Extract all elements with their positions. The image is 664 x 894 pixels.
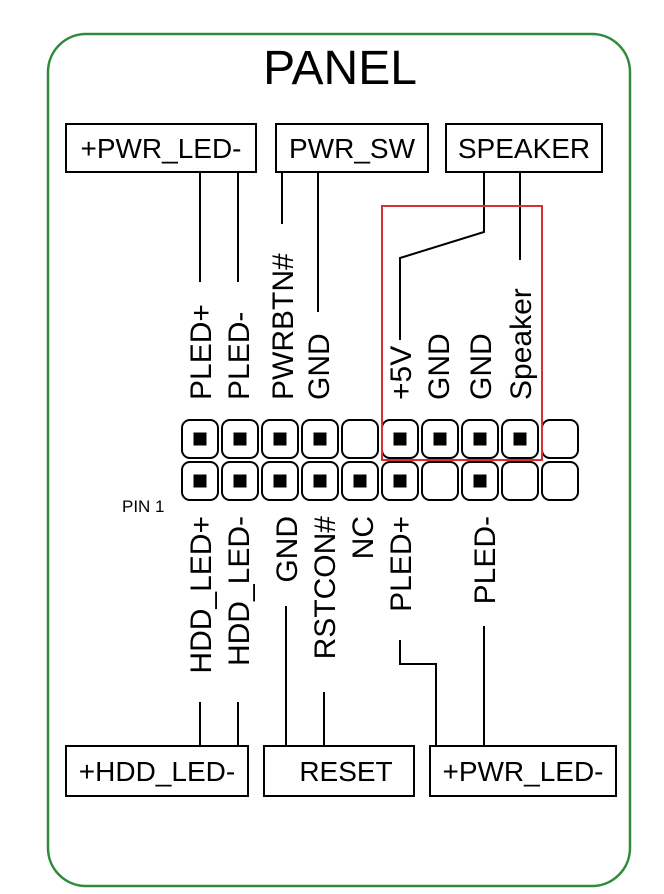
- pin1-label: PIN 1: [122, 497, 165, 516]
- header-cell-top-5: [341, 419, 379, 459]
- pin-label-top-8: GND: [465, 333, 498, 400]
- panel-title: PANEL: [263, 42, 417, 95]
- bottom-box-reset: [263, 745, 415, 797]
- header-cell-top-10: [541, 419, 579, 459]
- pin-label-bottom-8: PLED-: [469, 516, 502, 604]
- panel-frame: [46, 32, 632, 888]
- pin-label-bottom-2: HDD_LED-: [223, 516, 256, 666]
- pin-top-1: [193, 432, 207, 446]
- top-box-pwr-sw: [275, 123, 429, 173]
- pin-top-9: [513, 432, 527, 446]
- wire-speaker-5v: [399, 172, 485, 340]
- pin-label-bottom-4: RSTCON#: [309, 516, 342, 660]
- pin-labels: PLED+ PLED- PWRBTN# GND +5V GND GND Spea…: [185, 253, 538, 674]
- top-box-speaker-label: SPEAKER: [458, 133, 590, 164]
- pin-bottom-5: [353, 474, 367, 488]
- pin-label-top-9: Speaker: [505, 288, 538, 400]
- bottom-box-hdd-led: [65, 745, 249, 797]
- bottom-box-reset-label: RESET: [299, 756, 392, 787]
- wires: [199, 172, 521, 746]
- top-box-speaker: [445, 123, 603, 173]
- bottom-box-pwr-led-label: +PWR_LED-: [442, 756, 603, 787]
- pin-label-top-7: GND: [423, 333, 456, 400]
- pin-header: [181, 419, 579, 501]
- pin-label-top-3: PWRBTN#: [267, 253, 300, 400]
- top-box-pwr-led: [65, 123, 257, 173]
- pin-bottom-1: [193, 474, 207, 488]
- pin-top-4: [313, 432, 327, 446]
- header-cell-bottom-7: [421, 461, 459, 501]
- pin-top-8: [473, 432, 487, 446]
- pin-label-top-4: GND: [303, 333, 336, 400]
- pin-label-bottom-5: NC: [347, 516, 380, 559]
- speaker-highlight: [381, 205, 543, 461]
- top-box-pwr-sw-label: PWR_SW: [289, 133, 416, 164]
- wire-pled-plus-bottom: [399, 640, 437, 746]
- pin-top-7: [433, 432, 447, 446]
- pin-label-top-2: PLED-: [223, 312, 256, 400]
- pin-bottom-3: [273, 474, 287, 488]
- bottom-box-pwr-led: [429, 745, 617, 797]
- header-cell-bottom-9: [501, 461, 539, 501]
- pin-label-top-1: PLED+: [185, 304, 218, 400]
- pin-bottom-2: [233, 474, 247, 488]
- bottom-box-hdd-led-label: +HDD_LED-: [79, 756, 235, 787]
- header-cell-bottom-10: [541, 461, 579, 501]
- pin-bottom-6: [393, 474, 407, 488]
- top-box-pwr-led-label: +PWR_LED-: [80, 133, 241, 164]
- pin-top-3: [273, 432, 287, 446]
- pin-label-bottom-6: PLED+: [385, 516, 418, 612]
- pin-top-2: [233, 432, 247, 446]
- pin-top-6: [393, 432, 407, 446]
- pin-label-bottom-1: HDD_LED+: [185, 516, 218, 674]
- pin-label-bottom-3: GND: [271, 516, 304, 583]
- pin-label-top-6: +5V: [385, 346, 418, 400]
- pin-bottom-8: [473, 474, 487, 488]
- pin-bottom-4: [313, 474, 327, 488]
